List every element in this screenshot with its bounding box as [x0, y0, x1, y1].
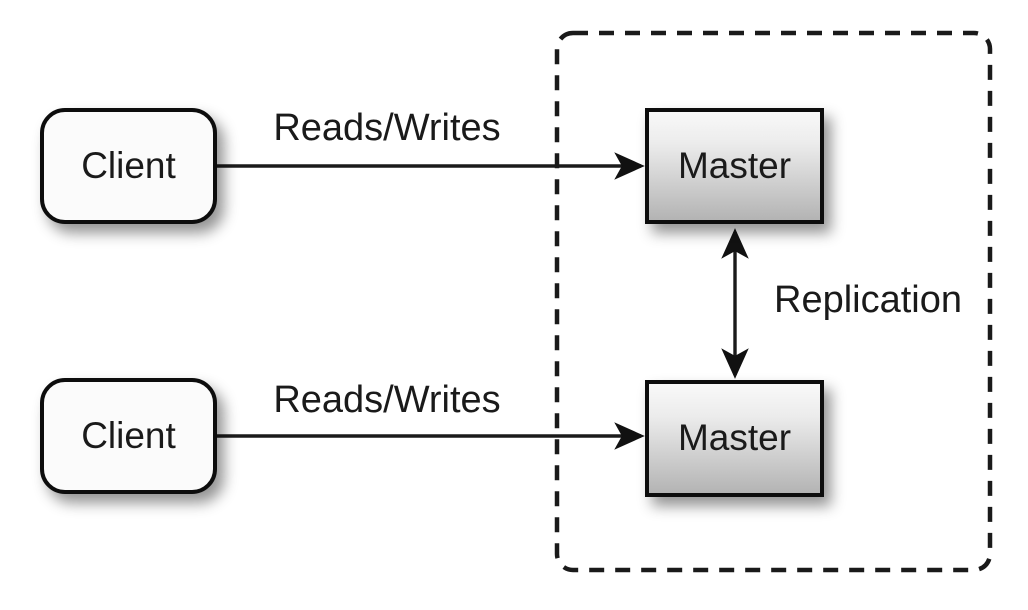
- client-top-label: Client: [81, 145, 176, 186]
- client-top-shape: [40, 108, 217, 224]
- master-bottom-label: Master: [678, 417, 791, 458]
- edge-label-reads-writes-top: Reads/Writes: [273, 107, 500, 149]
- node-master-top[interactable]: Master: [645, 108, 824, 224]
- master-top-label: Master: [678, 145, 791, 186]
- client-bottom-label: Client: [81, 415, 176, 456]
- node-client-bottom[interactable]: Client: [40, 378, 217, 494]
- master-top-shape: [645, 108, 824, 224]
- node-master-bottom[interactable]: Master: [645, 380, 824, 497]
- master-bottom-shape: [645, 380, 824, 497]
- edge-label-reads-writes-bottom: Reads/Writes: [273, 379, 500, 421]
- client-bottom-shape: [40, 378, 217, 494]
- replication-cluster-boundary: [554, 30, 993, 573]
- edge-label-replication: Replication: [774, 279, 962, 321]
- node-client-top[interactable]: Client: [40, 108, 217, 224]
